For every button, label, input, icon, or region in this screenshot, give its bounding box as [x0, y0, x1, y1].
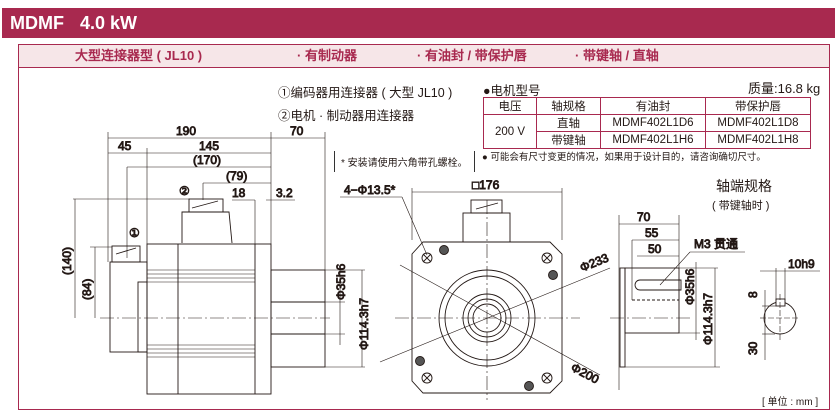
shaft-detail: 70 55 50 M3 贯通 Φ35h6 Φ114.3h7 10h9 8 30: [610, 210, 820, 390]
dim-holes: 4−Φ13.5*: [344, 183, 396, 197]
dim-200: Φ200: [569, 360, 602, 386]
title-bar: MDMF 4.0 kW: [2, 8, 835, 38]
marker-2: ②: [179, 184, 190, 198]
dim-pilot-dia: Φ114.3h7: [701, 293, 715, 345]
model-cell: MDMF402L1H6: [600, 131, 706, 149]
feature-seal: · 有油封 / 带保护唇: [417, 48, 527, 63]
dim-233: Φ233: [578, 251, 611, 275]
table-row: 带键轴 MDMF402L1H6 MDMF402L1H8: [484, 131, 811, 149]
legend-motor-brake: ②电机 · 制动器用连接器: [278, 109, 415, 123]
dim-square-176: □176: [472, 178, 500, 192]
mounting-hole-icon: [421, 252, 553, 384]
feature-bar: 大型连接器型 ( JL10 ) · 有制动器 · 有油封 / 带保护唇 · 带键…: [18, 44, 830, 68]
shaft-detail-title: 轴端规格: [716, 178, 772, 194]
dim-pilot-dia: Φ114.3h7: [357, 298, 371, 350]
dim-84: (84): [80, 279, 94, 300]
power-connector: [181, 211, 233, 244]
mass: 质量:16.8 kg: [748, 81, 821, 96]
dim-140: (140): [60, 247, 74, 275]
model-cell: MDMF402L1H8: [705, 131, 811, 149]
dim-55: 55: [645, 226, 659, 240]
shaft-detail-subtitle: ( 带键轴时 ): [712, 200, 770, 212]
dim-shaft-dia: Φ35h6: [334, 263, 348, 300]
encoder-connector: [111, 245, 141, 263]
dim-170: (170): [193, 153, 221, 167]
dim-190: 190: [176, 124, 196, 138]
dim-45: 45: [118, 139, 132, 153]
bolt-icon: [415, 245, 558, 391]
dim-key-width: 10h9: [788, 257, 815, 271]
side-view: 190 70 45 145 (170) (79) 18 3.2 ② ① (140…: [60, 124, 371, 395]
motor-body: [146, 243, 272, 395]
shaft: [270, 269, 326, 368]
model-name: MDMF: [10, 13, 64, 33]
feature-shaft: · 带键轴 / 直轴: [575, 48, 659, 63]
dim-79: (79): [226, 169, 247, 183]
dim-70: 70: [637, 210, 651, 224]
feature-brake: · 有制动器: [297, 48, 357, 63]
dim-30: 30: [746, 341, 760, 355]
model-cell: MDMF402L1D8: [705, 114, 811, 132]
dim-70: 70: [290, 124, 304, 138]
dim-3-2: 3.2: [276, 186, 293, 200]
legend-encoder: ①编码器用连接器 ( 大型 JL10 ): [278, 86, 453, 100]
keyway: [634, 279, 682, 291]
flange-square: [411, 241, 563, 394]
install-note: * 安装请使用六角带孔螺栓。: [334, 151, 475, 172]
col-lip: 带保护唇: [705, 97, 811, 115]
model-title: ●电机型号: [483, 84, 541, 98]
marker-1: ①: [129, 226, 140, 240]
shaft-cell: 带键轴: [536, 131, 601, 149]
front-view: □176 4−Φ13.5* Φ233 Φ200: [340, 178, 611, 400]
dim-shaft-dia: Φ35h6: [683, 268, 697, 305]
table-row: 200 V 直轴 MDMF402L1D6 MDMF402L1D8: [483, 114, 811, 149]
dim-50: 50: [648, 242, 662, 256]
feature-type: 大型连接器型 ( JL10 ): [75, 48, 203, 63]
power-rating: 4.0 kW: [79, 13, 138, 33]
change-note: ● 可能会有尺寸变更的情况，如果用于设计目的，请咨询确切尺寸。: [482, 152, 766, 163]
dim-145: 145: [199, 139, 219, 153]
unit-label: [ 单位 : mm ]: [762, 397, 819, 408]
thread-note: M3 贯通: [694, 237, 738, 251]
dim-8: 8: [746, 291, 760, 298]
rear-cover: [109, 261, 148, 353]
model-table: 电压 轴规格 有油封 带保护唇 200 V 直轴 MDMF402L1D6 MDM…: [483, 97, 811, 149]
model-cell: MDMF402L1D6: [600, 114, 706, 132]
dim-18: 18: [232, 186, 246, 200]
